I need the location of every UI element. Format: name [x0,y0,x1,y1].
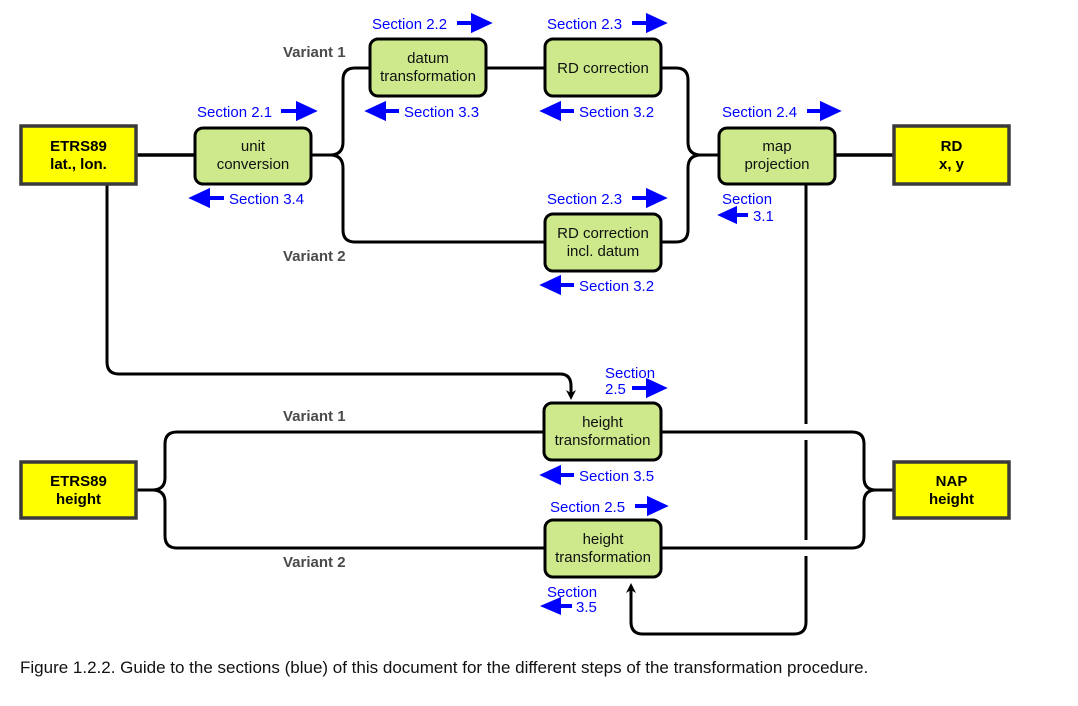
process-label: datum [407,50,449,67]
endpoint-label: x, y [939,156,965,173]
arrow-left-icon [539,596,572,616]
arrow-left-icon [539,274,574,296]
arrow-right-icon [632,187,668,209]
arrow-left-icon [364,100,399,122]
process-unit-conversion: unit conversion [193,126,313,186]
section-label: Section 2.4 [722,104,797,121]
section-2-3-top: Section 2.3 [547,12,668,34]
arrow-right-icon [807,100,842,122]
section-label: 2.5 [605,381,626,398]
arrow-right-icon [281,100,318,122]
section-label: Section [547,584,597,601]
endpoint-label: height [56,491,101,508]
section-3-3: Section 3.3 [364,100,479,122]
section-label: Section 3.2 [579,278,654,295]
process-label: RD correction [557,225,649,242]
process-label: height [582,414,624,431]
connector-height2-nap [661,488,877,550]
process-label: unit [241,138,266,155]
arrow-left-icon [188,187,224,209]
connector-rdcorr-map [661,66,718,157]
section-label: Section 3.5 [579,468,654,485]
process-label: conversion [217,156,290,173]
endpoint-label: ETRS89 [50,473,107,490]
section-3-2-top: Section 3.2 [539,100,654,122]
connector-unit-rdincl [329,153,544,244]
process-map-projection: map projection [717,126,837,186]
section-2-5-bottom: Section 2.5 [550,495,669,517]
arrow-left-icon [539,464,574,486]
section-label: Section [722,191,772,208]
variant-label-top-1: Variant 1 [283,44,346,61]
section-3-1: Section 3.1 [717,191,774,225]
connector-etrsh-height2 [151,488,544,550]
process-label: RD correction [557,60,649,77]
arrow-right-icon [457,12,493,34]
endpoint-label: lat., lon. [50,156,107,173]
arrow-right-icon [635,495,669,517]
section-3-4: Section 3.4 [188,187,304,209]
process-height-transformation-2: height transformation [543,518,663,579]
process-label: transformation [555,432,651,449]
section-label: Section 2.3 [547,191,622,208]
endpoint-label: height [929,491,974,508]
connector-latlon-height1 [105,185,576,400]
process-rd-correction-incl-datum: RD correction incl. datum [543,212,663,273]
process-datum-transformation: datum transformation [368,37,488,98]
variant-label-bottom-2: Variant 2 [283,554,346,571]
section-label: Section 3.3 [404,104,479,121]
arrow-left-icon [717,205,748,225]
variant-label-bottom-1: Variant 1 [283,408,346,425]
section-3-5-top: Section 3.5 [539,464,654,486]
section-label: Section 2.5 [550,499,625,516]
process-label: projection [744,156,809,173]
arrow-left-icon [539,100,574,122]
endpoint-etrs89-latlon: ETRS89 lat., lon. [19,124,138,186]
arrow-right-icon [632,12,668,34]
section-2-2: Section 2.2 [372,12,493,34]
process-height-transformation-1: height transformation [542,401,663,462]
endpoint-label: ETRS89 [50,138,107,155]
figure-caption: Figure 1.2.2. Guide to the sections (blu… [20,658,869,677]
section-2-1: Section 2.1 [197,100,318,122]
section-2-5-top: Section 2.5 [605,365,668,399]
section-3-2-bottom: Section 3.2 [539,274,654,296]
section-2-4: Section 2.4 [722,100,842,122]
endpoint-etrs89-height: ETRS89 height [19,460,138,520]
process-label: transformation [380,68,476,85]
process-label: map [762,138,791,155]
endpoint-label: RD [941,138,963,155]
endpoint-rd-xy: RD x, y [892,124,1011,186]
section-label: Section 3.2 [579,104,654,121]
section-label: 3.1 [753,208,774,225]
connector-rdincl-map [661,153,702,244]
section-label: 3.5 [576,599,597,616]
variant-label-top-2: Variant 2 [283,248,346,265]
connector-etrsh-height1 [137,430,543,492]
section-label: Section 2.2 [372,16,447,33]
section-label: Section 2.3 [547,16,622,33]
connector-map-height2-c [626,556,808,636]
section-label: Section 3.4 [229,191,304,208]
process-label: incl. datum [567,243,640,260]
endpoint-label: NAP [936,473,968,490]
arrow-right-icon [632,377,668,399]
section-label: Section [605,365,655,382]
section-2-3-bottom: Section 2.3 [547,187,668,209]
endpoint-nap-height: NAP height [892,460,1011,520]
section-label: Section 2.1 [197,104,272,121]
connector-unit-datum [312,66,369,157]
connector-height1-nap [661,430,893,492]
section-3-5-bottom: Section 3.5 [539,584,597,616]
process-label: transformation [555,549,651,566]
process-label: height [583,531,625,548]
process-rd-correction: RD correction [543,37,663,98]
